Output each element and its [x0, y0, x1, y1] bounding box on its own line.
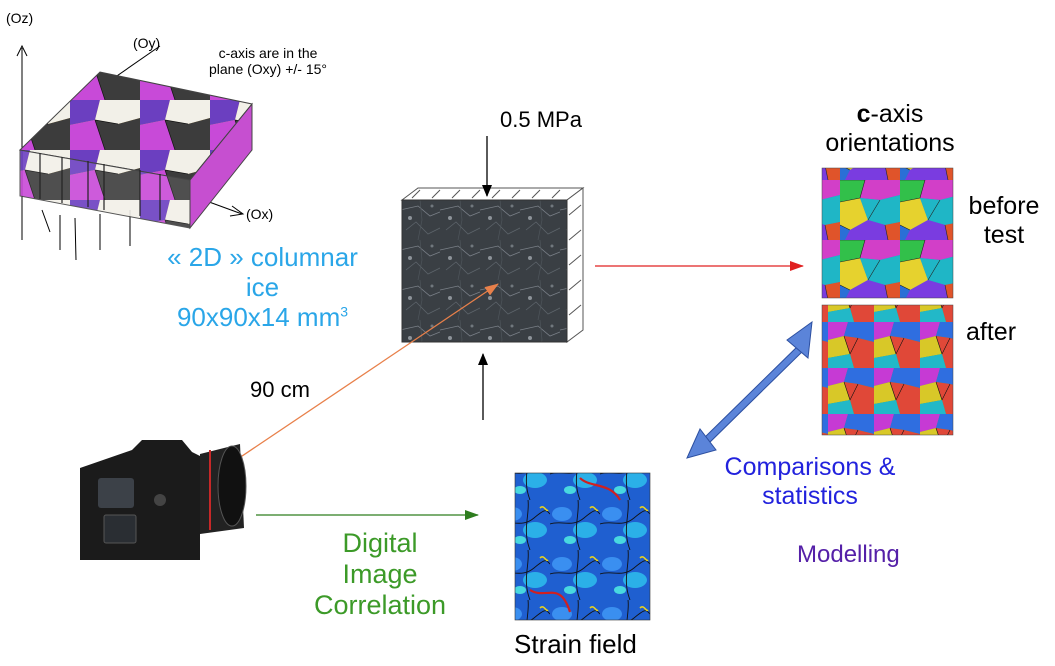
double-arrow-head-bottom [686, 428, 717, 459]
ice-label-line3: 90x90x14 mm3 [135, 301, 390, 333]
before-label-line1: before [968, 192, 1040, 220]
strain-label: Strain field [514, 629, 637, 659]
ice-label-exponent: 3 [340, 303, 349, 320]
camera-dial [154, 494, 166, 506]
stress-label: 0.5 MPa [500, 107, 582, 132]
ice-specimen-image [400, 187, 585, 343]
ice-label-line2: ice [245, 271, 280, 302]
orientation-title-line1: c-axis [795, 100, 985, 129]
caxis-note-line2: plane (Oxy) +/- 15° [208, 61, 328, 78]
dic-label-line2: Image [342, 559, 418, 590]
orientation-title-axis: -axis [870, 100, 924, 128]
caxis-note: c-axis are in the plane (Oxy) +/- 15° [188, 45, 348, 77]
camera-viewfinder [98, 478, 134, 508]
distance-arrow [195, 283, 499, 488]
ox-axis-label: (Ox) [246, 206, 274, 222]
orientation-title-c: c [856, 100, 871, 128]
sample-side-face [189, 102, 253, 230]
orientation-map-after [821, 304, 954, 436]
oz-axis-label: (Oz) [6, 10, 34, 26]
caxis-note-line1: c-axis are in the [218, 45, 318, 61]
orientation-title-line2: orientations [825, 128, 955, 157]
comparisons-label-line1: Comparisons & [724, 453, 896, 481]
orientation-map-before [821, 167, 954, 299]
after-label: after [966, 318, 1017, 346]
before-label-line2: test [983, 220, 1025, 249]
sample-grain-columns [39, 153, 161, 220]
oz-axis-arrowhead [16, 44, 28, 57]
oy-axis-label: (Oy) [133, 35, 161, 51]
camera-screen [103, 514, 137, 544]
dic-label: Digital Image Correlation [280, 528, 480, 621]
ice-label: « 2D » columnar ice 90x90x14 mm3 [135, 242, 390, 333]
strain-field-map [514, 472, 651, 621]
camera-icon [80, 440, 247, 560]
specimen-hatching [411, 189, 582, 316]
ox-axis-arrowhead [229, 205, 245, 217]
dic-label-line1: Digital [342, 528, 418, 558]
before-label: before test [956, 192, 1052, 250]
ice-label-line1: « 2D » columnar [167, 242, 358, 272]
blue-double-arrow [686, 320, 813, 459]
double-arrow-shaft [701, 342, 807, 446]
orientation-title: c-axis orientations [795, 100, 985, 158]
specimen-front-face [401, 199, 568, 343]
comparisons-label-line2: statistics [762, 481, 858, 510]
dic-label-line3: Correlation [313, 590, 447, 621]
strain-hotspots [529, 477, 621, 613]
double-arrow-head-top [786, 320, 813, 359]
3d-sample-block [16, 44, 253, 261]
camera-lens-front [217, 445, 247, 527]
distance-label: 90 cm [250, 377, 310, 402]
modelling-label: Modelling [797, 541, 900, 568]
comparisons-label: Comparisons & statistics [690, 453, 930, 511]
sample-projection-lines [41, 209, 131, 261]
ice-label-dimensions: 90x90x14 mm [176, 301, 341, 332]
